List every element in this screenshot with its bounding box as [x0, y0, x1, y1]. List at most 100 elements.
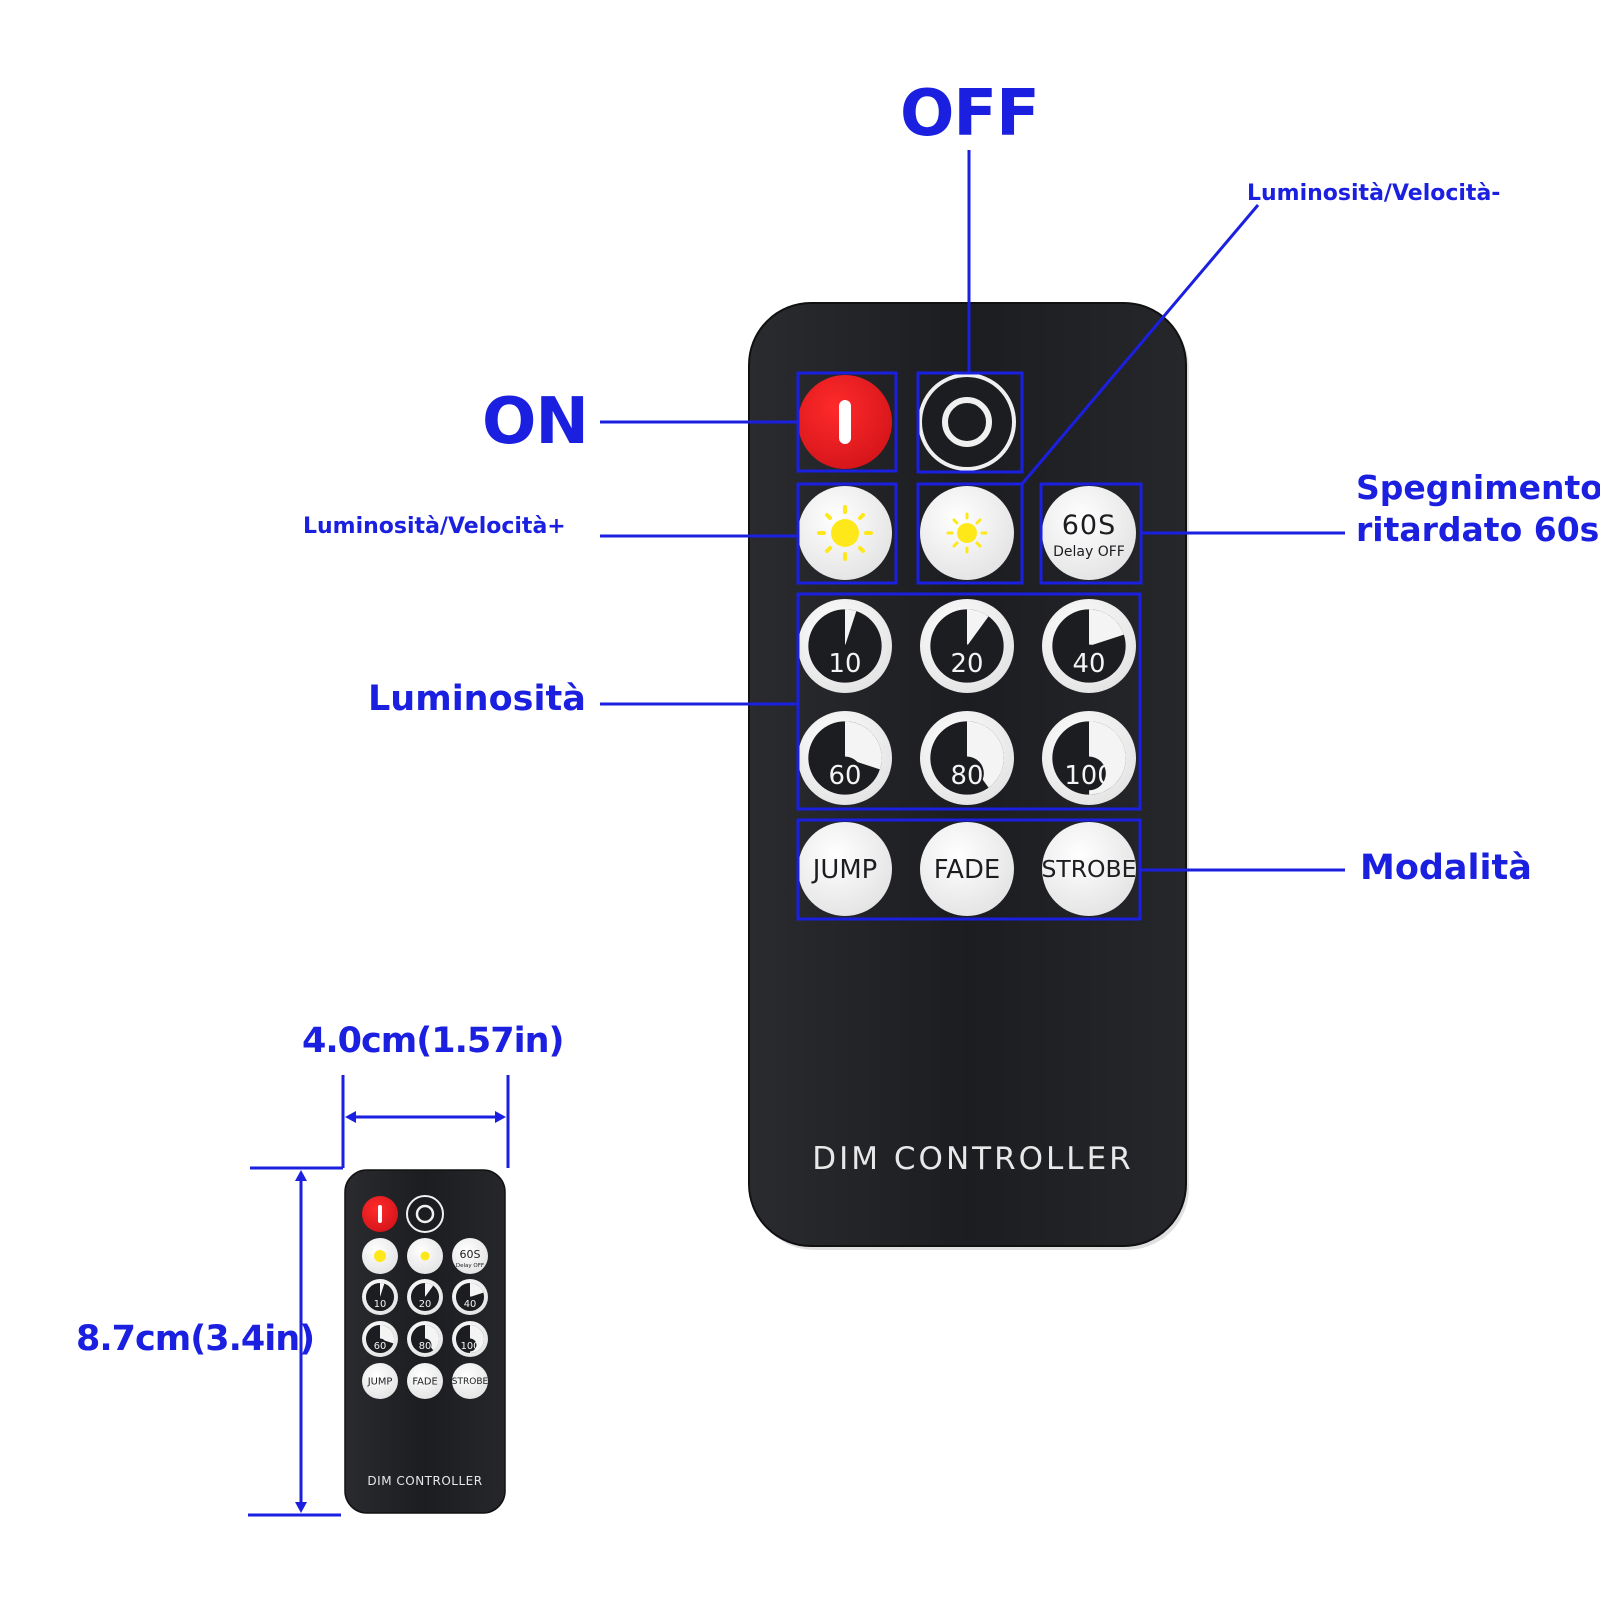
dimension-lines [248, 1075, 510, 1517]
level-fill-icon [470, 1282, 484, 1297]
brightness-10-button[interactable]: 10 [798, 599, 892, 693]
level-label-backdrop [373, 1338, 387, 1352]
brightness-80-label: 80 [951, 761, 984, 791]
small-brightness-80-label: 80 [419, 1341, 432, 1352]
level-fill-icon [845, 609, 857, 646]
sun-large-icon [374, 1250, 386, 1262]
level-label-backdrop [418, 1338, 432, 1352]
mode-strobe-label: STROBE [1041, 855, 1136, 883]
level-label-backdrop [950, 756, 984, 791]
brightness-down-button[interactable] [920, 486, 1014, 580]
small-brightness-40-button[interactable]: 40 [452, 1279, 488, 1315]
level-label-backdrop [373, 1296, 387, 1310]
level-label-backdrop [828, 756, 862, 791]
remote-large: 60S Delay OFF 10 20 40 60 80 100 JUMP FADE STRO… [748, 302, 1189, 1250]
small-mode-jump-button[interactable]: JUMP [362, 1363, 398, 1399]
level-fill-icon [425, 1324, 440, 1351]
level-fill-icon [380, 1324, 395, 1344]
label-on: ON [482, 385, 589, 459]
mode-fade-button[interactable]: FADE [920, 822, 1014, 916]
box-up [796, 482, 898, 585]
leader-down [1020, 204, 1260, 485]
mode-jump-label: JUMP [811, 855, 877, 885]
level-label-backdrop [1072, 644, 1106, 679]
brightness-100-button[interactable]: 100 [1042, 711, 1136, 805]
level-label-backdrop [828, 644, 862, 679]
label-delay-off: Spegnimento ritardato 60s [1356, 467, 1600, 551]
delay-bottom-text: Delay OFF [1053, 544, 1125, 560]
box-down [916, 482, 1024, 585]
power-on-icon [839, 400, 851, 444]
off-button[interactable] [918, 373, 1016, 471]
small-brightness-20-button[interactable]: 20 [407, 1279, 443, 1315]
level-fill-icon [425, 1282, 434, 1297]
level-label-backdrop [418, 1296, 432, 1310]
small-brightness-60-label: 60 [374, 1341, 387, 1352]
dimension-width-label: 4.0cm(1.57in) [302, 1021, 564, 1061]
label-modes: Modalità [1360, 848, 1532, 888]
small-remote-brand-text: DIM CONTROLLER [367, 1474, 482, 1488]
level-label-backdrop [1072, 756, 1106, 791]
level-fill-icon [1089, 609, 1124, 646]
height-arrow-top [295, 1170, 307, 1181]
power-off-icon [415, 1204, 435, 1224]
brightness-20-label: 20 [951, 649, 984, 679]
sun-small-icon [420, 1251, 430, 1261]
small-off-button[interactable] [406, 1195, 444, 1233]
brightness-60-button[interactable]: 60 [798, 711, 892, 805]
small-brightness-100-button[interactable]: 100 [452, 1321, 488, 1357]
small-brightness-10-button[interactable]: 10 [362, 1279, 398, 1315]
brightness-80-button[interactable]: 80 [920, 711, 1014, 805]
brightness-100-label: 100 [1064, 761, 1113, 791]
power-off-icon [942, 397, 992, 447]
brightness-10-label: 10 [829, 649, 862, 679]
brightness-40-button[interactable]: 40 [1042, 599, 1136, 693]
mode-fade-label: FADE [934, 855, 1000, 885]
label-off: OFF [900, 77, 1040, 151]
level-label-backdrop [463, 1296, 477, 1310]
small-mode-jump-label: JUMP [367, 1376, 393, 1387]
small-on-button[interactable] [362, 1196, 398, 1232]
level-label-backdrop [463, 1338, 477, 1352]
small-brightness-80-button[interactable]: 80 [407, 1321, 443, 1357]
label-brightness: Luminosità [368, 679, 586, 719]
brightness-level-group: 10 20 40 60 80 100 [798, 599, 1136, 805]
small-delay-top-text: 60S [460, 1248, 481, 1261]
height-arrow-bottom [295, 1502, 307, 1513]
mode-strobe-button[interactable]: STROBE [1041, 822, 1137, 916]
mode-jump-button[interactable]: JUMP [798, 822, 892, 916]
leader-lines [600, 150, 1345, 872]
delay-top-text: 60S [1062, 510, 1117, 541]
width-arrow-left [345, 1111, 356, 1123]
small-delay-bottom-text: Delay OFF [456, 1263, 484, 1269]
label-brightness-speed-up: Luminosità/Velocità+ [303, 514, 566, 539]
small-brightness-100-label: 100 [461, 1341, 480, 1352]
level-fill-icon [967, 721, 1004, 788]
label-delay-off-line2: ritardato 60s [1356, 510, 1600, 549]
small-mode-strobe-button[interactable]: STROBE [452, 1363, 489, 1399]
delay-off-button[interactable]: 60S Delay OFF [1042, 486, 1136, 580]
small-mode-strobe-label: STROBE [452, 1377, 489, 1387]
brightness-20-button[interactable]: 20 [920, 599, 1014, 693]
label-delay-off-line1: Spegnimento [1356, 468, 1600, 507]
level-fill-icon [967, 609, 989, 646]
on-button[interactable] [798, 375, 892, 469]
small-brightness-down-button[interactable] [407, 1238, 443, 1274]
small-delay-off-button[interactable]: 60S Delay OFF [452, 1238, 488, 1274]
level-fill-icon [845, 721, 882, 770]
brightness-40-label: 40 [1073, 649, 1106, 679]
sun-large-icon [817, 505, 873, 561]
power-on-icon [378, 1205, 382, 1223]
mode-group: JUMP FADE STROBE [798, 822, 1137, 916]
small-mode-fade-button[interactable]: FADE [407, 1363, 443, 1399]
small-brightness-60-button[interactable]: 60 [362, 1321, 398, 1357]
dimension-height-label: 8.7cm(3.4in) [76, 1319, 315, 1359]
small-brightness-40-label: 40 [464, 1299, 477, 1310]
box-levels [796, 592, 1142, 811]
small-brightness-up-button[interactable] [362, 1238, 398, 1274]
brightness-60-label: 60 [829, 761, 862, 791]
sun-small-icon [946, 512, 988, 554]
brightness-up-button[interactable] [798, 486, 892, 580]
